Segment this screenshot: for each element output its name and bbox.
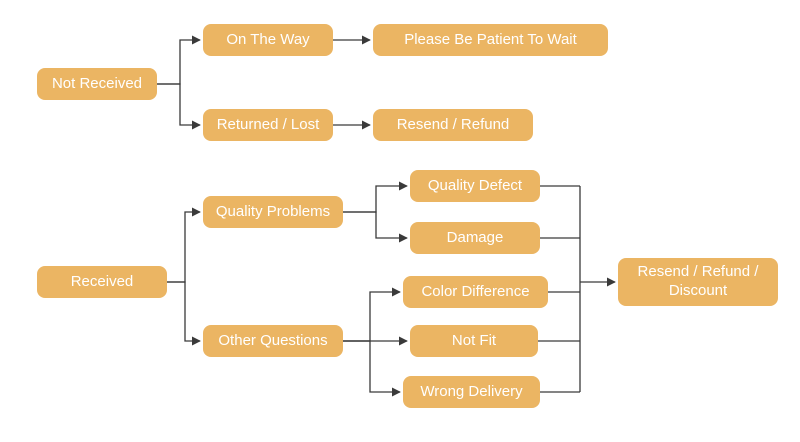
node-received: Received	[37, 266, 167, 298]
edge-not-received-returned-lost	[157, 83, 201, 130]
node-other-questions-label: Other Questions	[218, 331, 328, 349]
node-quality-defect: Quality Defect	[410, 170, 540, 202]
node-not-fit-label: Not Fit	[451, 331, 497, 349]
node-quality-defect-label: Quality Defect	[427, 176, 523, 194]
edge-quality-problems-quality-defect	[343, 181, 408, 213]
node-resend-refund-discount: Resend / Refund / Discount	[618, 258, 778, 306]
node-quality-problems-label: Quality Problems	[215, 202, 331, 220]
edge-other-questions-wrong-delivery	[343, 340, 401, 397]
node-returned-lost-label: Returned / Lost	[216, 115, 320, 133]
edge-other-questions-color-difference	[343, 287, 401, 342]
node-damage: Damage	[410, 222, 540, 254]
edge-received-other-questions	[167, 281, 201, 346]
node-wrong-delivery: Wrong Delivery	[403, 376, 540, 408]
node-not-fit: Not Fit	[410, 325, 538, 357]
node-wrong-delivery-label: Wrong Delivery	[420, 382, 523, 400]
node-resend-refund-discount-label: Resend / Refund / Discount	[637, 263, 759, 299]
node-resend-refund-label: Resend / Refund	[396, 115, 510, 133]
node-not-received-label: Not Received	[51, 74, 143, 92]
node-color-difference-label: Color Difference	[421, 282, 530, 300]
node-on-the-way: On The Way	[203, 24, 333, 56]
edge-quality-problems-damage	[343, 211, 408, 243]
node-please-be-patient: Please Be Patient To Wait	[373, 24, 608, 56]
node-resend-refund: Resend / Refund	[373, 109, 533, 141]
node-returned-lost: Returned / Lost	[203, 109, 333, 141]
node-please-be-patient-label: Please Be Patient To Wait	[404, 30, 577, 48]
node-on-the-way-label: On The Way	[226, 30, 310, 48]
edge-not-received-on-the-way	[157, 35, 201, 85]
node-not-received: Not Received	[37, 68, 157, 100]
node-received-label: Received	[70, 272, 134, 290]
node-color-difference: Color Difference	[403, 276, 548, 308]
node-quality-problems: Quality Problems	[203, 196, 343, 228]
node-other-questions: Other Questions	[203, 325, 343, 357]
edge-received-quality-problems	[167, 207, 201, 283]
node-damage-label: Damage	[446, 228, 504, 246]
